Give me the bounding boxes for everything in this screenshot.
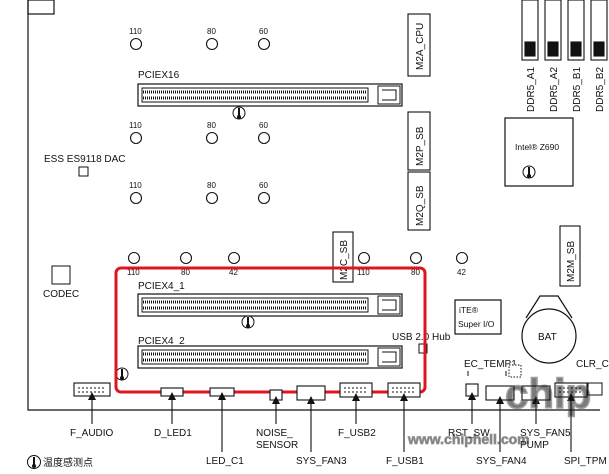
dimm-label-a1: DDR5_A1	[526, 67, 537, 112]
mount-holes-row-a	[129, 37, 271, 51]
hole-label: 60	[259, 27, 268, 36]
mount-holes-row-d	[127, 251, 469, 265]
hole-label: 110	[127, 268, 140, 277]
clr-cmos-label: CLR_CMOS	[576, 359, 609, 370]
d-led1-label: D_LED1	[154, 428, 192, 439]
hole-label: 80	[181, 268, 190, 277]
sys-fan3-label: SYS_FAN3	[296, 456, 347, 467]
m2q-sb-slot	[407, 171, 431, 231]
m2p-sb-label: M2P_SB	[415, 126, 426, 166]
usb-hub-chip	[418, 343, 428, 354]
pciex4-1-slot	[137, 293, 403, 317]
pciex4-1-label: PCIEX4_1	[138, 281, 185, 292]
bottom-headers	[73, 382, 588, 401]
led-c1-label: LED_C1	[206, 456, 244, 467]
dac-label: ESS ES9118 DAC	[44, 154, 126, 165]
chipset-label: Intel® Z690	[515, 142, 559, 152]
leader-arrows	[88, 392, 575, 404]
noise-sensor-label-2: SENSOR	[256, 440, 298, 451]
battery: BAT	[521, 295, 577, 364]
m2-cpu-label: M2A_CPU	[415, 23, 426, 70]
watermark-url: www.chiphell.com	[407, 431, 530, 447]
m2m-sb-label: M2M_SB	[566, 241, 577, 282]
pciex4-2-label: PCIEX4_2	[138, 336, 185, 347]
hole-label: 80	[207, 27, 216, 36]
hole-label: 80	[207, 121, 216, 130]
ec-temp1-label: EC_TEMP1	[464, 359, 517, 370]
sys-fan5-label-2: PUMP	[520, 440, 549, 451]
mount-holes-row-c	[129, 191, 271, 205]
hole-label: 42	[457, 268, 466, 277]
sys-fan4-label: SYS_FAN4	[476, 456, 527, 467]
m2p-sb-slot	[407, 111, 431, 171]
hole-label: 60	[259, 181, 268, 190]
m2q-sb-label: M2Q_SB	[415, 185, 426, 226]
spi-tpm-label: SPI_TPM	[564, 456, 607, 467]
m2-cpu-slot	[407, 13, 431, 77]
dac-chip	[78, 166, 89, 177]
m2c-sb-label: M2C_SB	[339, 240, 350, 280]
board-outline	[27, 0, 600, 411]
hole-label: 110	[129, 121, 142, 130]
dimm-slots	[521, 0, 608, 61]
dimm-label-b1: DDR5_B1	[572, 67, 583, 112]
hole-label: 110	[129, 181, 142, 190]
temp-sensor-icon	[27, 455, 41, 469]
dimm-label-b2: DDR5_B2	[595, 67, 606, 112]
temp-sensor-icon	[115, 367, 129, 381]
hole-label: 110	[357, 268, 370, 277]
pciex16-label: PCIEX16	[138, 70, 180, 81]
watermark-main: chip	[505, 370, 591, 417]
dimm-label-a2: DDR5_A2	[549, 67, 560, 112]
f-audio-label: F_AUDIO	[70, 428, 114, 439]
f-usb1-label: F_USB1	[386, 456, 424, 467]
hole-label: 42	[229, 268, 238, 277]
legend-sensor-text: 温度感测点	[43, 456, 93, 469]
super-io-label-1: iTE®	[459, 305, 479, 315]
hole-label: 80	[411, 268, 420, 277]
hole-label: 60	[259, 121, 268, 130]
rst-sw-label: RST_SW	[448, 428, 490, 439]
super-io-label-2: Super I/O	[458, 319, 495, 329]
super-io-chip: iTE® Super I/O	[454, 299, 502, 335]
hole-label: 110	[129, 27, 142, 36]
temp-sensor-icon	[241, 315, 255, 329]
hole-label: 80	[207, 181, 216, 190]
temp-sensor-icon	[232, 106, 246, 120]
codec-chip	[51, 265, 71, 285]
codec-label: CODEC	[43, 289, 79, 300]
chipset: Intel® Z690	[504, 117, 574, 187]
legend: 温度感测点	[27, 455, 93, 469]
sys-fan5-label-1: SYS_FAN5	[520, 428, 571, 439]
noise-sensor-label-1: NOISE_	[256, 428, 293, 439]
watermark: chip www.chiphell.com	[407, 369, 592, 447]
usb-hub-label: USB 2.0 Hub	[392, 332, 451, 343]
battery-label: BAT	[538, 332, 557, 343]
f-usb2-label: F_USB2	[338, 428, 376, 439]
mount-holes-row-b	[129, 131, 271, 145]
pciex4-2-slot	[137, 345, 403, 369]
pciex16-slot	[137, 83, 403, 107]
m2m-sb-slot	[559, 225, 581, 287]
